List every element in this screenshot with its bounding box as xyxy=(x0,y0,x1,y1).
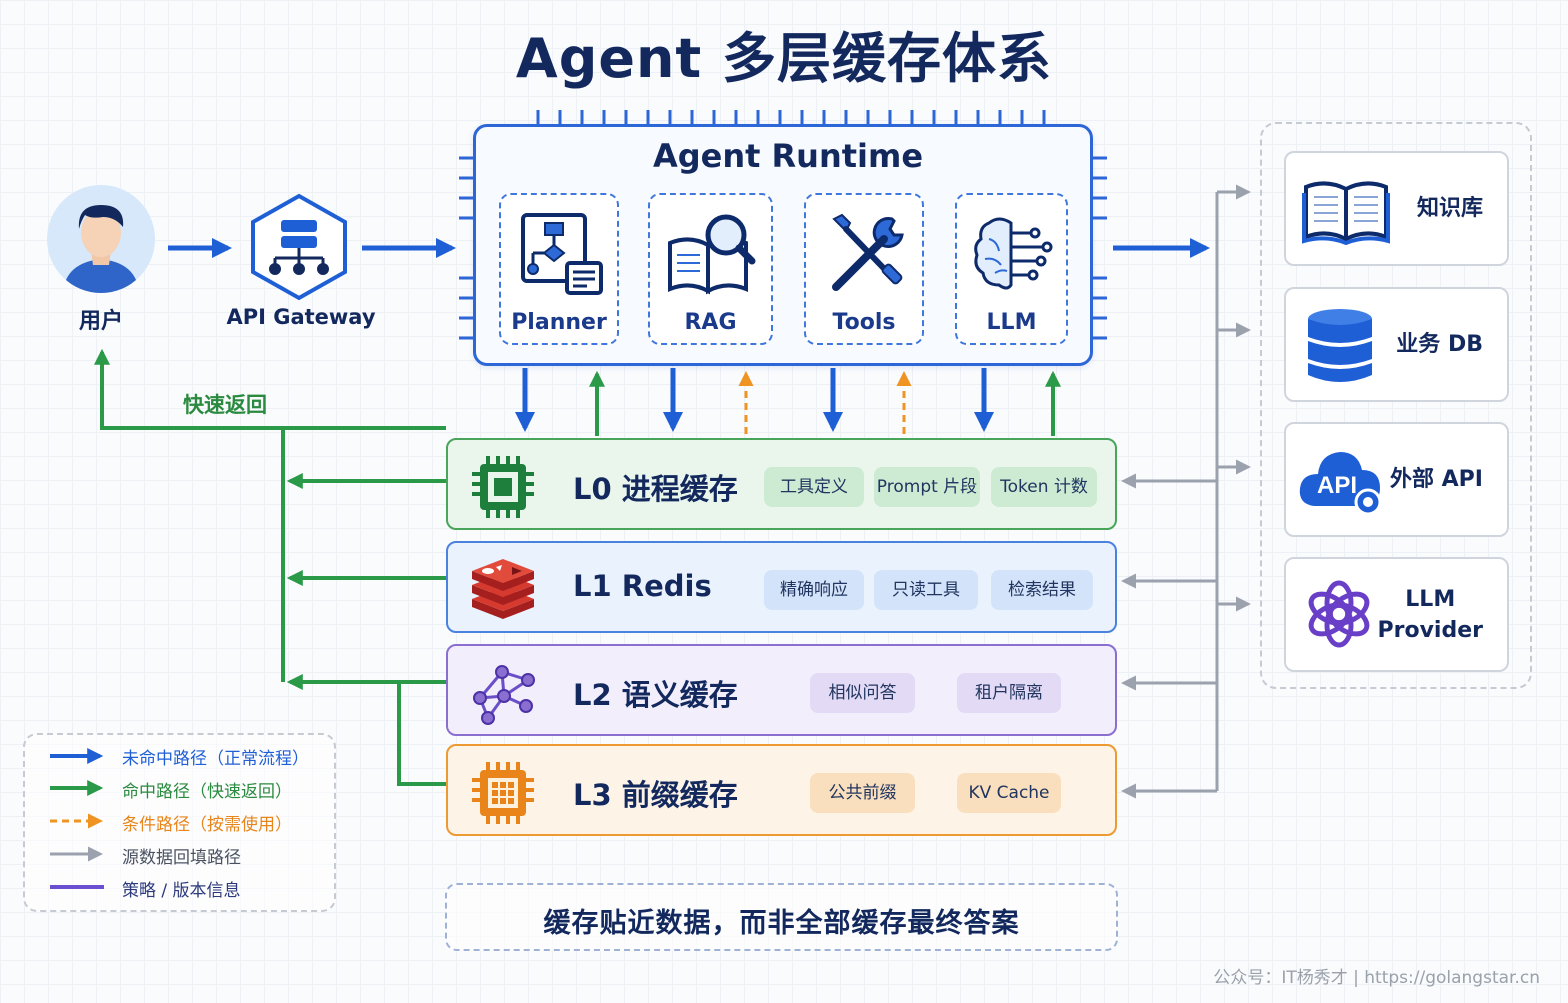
layer-chip: Token 计数 xyxy=(991,467,1097,507)
api-cloud-icon: API xyxy=(1299,452,1382,516)
module-tools[interactable]: Tools xyxy=(804,193,924,345)
layer-chip: 只读工具 xyxy=(874,570,978,610)
legend-label: 策略 / 版本信息 xyxy=(122,881,241,901)
layer-chip: KV Cache xyxy=(957,773,1061,813)
layer-chip: Prompt 片段 xyxy=(874,467,980,507)
layer-l1[interactable]: L1 Redis 精确响应 只读工具 检索结果 xyxy=(446,541,1117,633)
fast-return-label: 快速返回 xyxy=(183,393,267,417)
open-book-icon xyxy=(1302,181,1390,245)
source-external-api[interactable]: API 外部 API xyxy=(1284,422,1509,537)
redis-icon xyxy=(472,559,534,619)
source-label: 知识库 xyxy=(1416,196,1483,221)
source-business-db[interactable]: 业务 DB xyxy=(1284,287,1509,402)
module-llm[interactable]: LLM xyxy=(955,193,1068,345)
layer-title: L3 前缀缓存 xyxy=(573,778,738,812)
module-rag[interactable]: RAG xyxy=(648,193,773,345)
legend-label: 命中路径（快速返回） xyxy=(122,782,292,802)
source-knowledge-base[interactable]: 知识库 xyxy=(1284,151,1509,266)
brain-circuit-icon xyxy=(974,217,1053,290)
user-icon xyxy=(63,205,139,293)
module-label: LLM xyxy=(986,310,1037,335)
source-label-line2: Provider xyxy=(1377,617,1484,643)
source-label: 外部 API xyxy=(1390,467,1483,492)
module-planner[interactable]: Planner xyxy=(499,193,619,345)
graph-network-icon xyxy=(473,665,535,725)
gateway-label: API Gateway xyxy=(226,305,376,329)
chip-icon xyxy=(472,456,534,518)
database-icon xyxy=(1308,309,1372,382)
layer-chip: 租户隔离 xyxy=(957,673,1061,713)
footer-credit: 公众号：IT杨秀才 | https://golangstar.cn xyxy=(1213,968,1540,988)
api-icon-text: API xyxy=(1317,472,1357,499)
runtime-title: Agent Runtime xyxy=(652,137,924,175)
layer-chip: 精确响应 xyxy=(764,570,864,610)
layer-l2[interactable]: L2 语义缓存 相似问答 租户隔离 xyxy=(446,644,1117,736)
layer-title: L1 Redis xyxy=(573,569,712,603)
source-llm-provider[interactable]: LLM Provider xyxy=(1284,557,1509,672)
flowchart-icon xyxy=(521,213,603,295)
book-search-icon xyxy=(668,214,756,295)
conditional-path-arrows xyxy=(738,371,912,434)
data-sources-panel xyxy=(1260,122,1532,689)
legend-label: 条件路径（按需使用） xyxy=(122,815,292,835)
layer-chip: 相似问答 xyxy=(810,673,915,713)
legend-label: 未命中路径（正常流程） xyxy=(122,749,309,769)
layer-l0[interactable]: L0 进程缓存 工具定义 Prompt 片段 Token 计数 xyxy=(446,438,1117,530)
openai-logo-icon xyxy=(1308,580,1370,648)
source-label: 业务 DB xyxy=(1396,332,1483,357)
processor-icon xyxy=(472,762,534,824)
layer-chip: 公共前缀 xyxy=(810,773,915,813)
backfill-path-arrows xyxy=(1121,184,1251,799)
module-label: Planner xyxy=(511,310,607,335)
layer-title: L2 语义缓存 xyxy=(573,678,738,712)
source-label: LLM Provider xyxy=(1378,559,1484,670)
layer-title: L0 进程缓存 xyxy=(573,472,738,506)
bottom-note: 缓存贴近数据，而非全部缓存最终答案 xyxy=(543,908,1020,939)
module-label: Tools xyxy=(832,310,896,335)
tools-icon xyxy=(832,213,904,291)
source-label-line1: LLM xyxy=(1405,586,1456,612)
legend-label: 源数据回填路径 xyxy=(122,848,241,868)
layer-chip: 检索结果 xyxy=(991,570,1093,610)
bottom-note-box: 缓存贴近数据，而非全部缓存最终答案 xyxy=(445,883,1118,951)
layer-chip: 工具定义 xyxy=(764,467,864,507)
api-gateway-icon[interactable] xyxy=(247,192,351,302)
legend xyxy=(23,733,336,912)
user-label: 用户 xyxy=(78,309,123,334)
module-label: RAG xyxy=(684,310,737,335)
layer-l3[interactable]: L3 前缀缓存 公共前缀 KV Cache xyxy=(446,744,1117,836)
page-title: Agent 多层缓存体系 xyxy=(515,27,1053,90)
user-avatar[interactable] xyxy=(47,185,155,293)
